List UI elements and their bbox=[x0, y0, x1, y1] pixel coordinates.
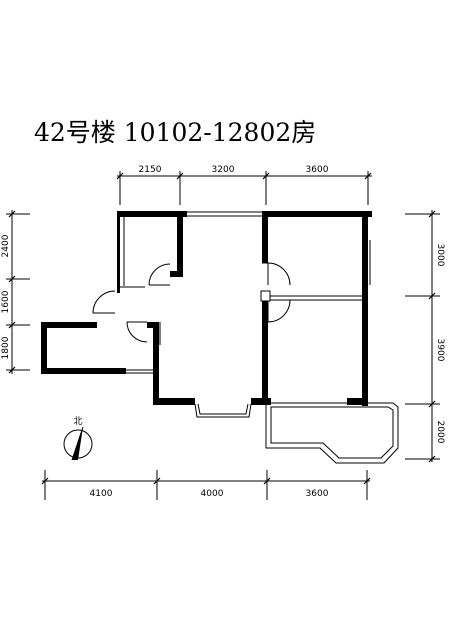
dimension-lines bbox=[6, 171, 440, 500]
dim-top-3: 3600 bbox=[306, 165, 329, 175]
dim-top-2: 3200 bbox=[212, 165, 235, 175]
door-swings bbox=[92, 262, 291, 345]
thin-lines bbox=[43, 211, 399, 464]
dim-bottom-3: 3600 bbox=[306, 489, 329, 499]
dim-bottom-2: 4000 bbox=[201, 489, 224, 499]
dim-top-1: 2150 bbox=[139, 165, 162, 175]
dimension-ticks bbox=[8, 172, 436, 485]
dim-right-1: 3000 bbox=[435, 244, 445, 267]
partition-notch bbox=[260, 290, 271, 302]
dim-left-1: 2400 bbox=[1, 234, 11, 257]
dim-right-2: 3900 bbox=[435, 339, 445, 362]
dim-right-3: 2000 bbox=[435, 421, 445, 444]
dim-left-3: 1800 bbox=[1, 336, 11, 359]
plan-title: 42号楼 10102-12802房 bbox=[34, 118, 317, 147]
dim-left-2: 1600 bbox=[1, 290, 11, 313]
north-label: 北 bbox=[73, 416, 82, 427]
dim-bottom-1: 4100 bbox=[90, 489, 113, 499]
north-arrow-icon bbox=[63, 426, 93, 461]
walls bbox=[41, 211, 372, 406]
